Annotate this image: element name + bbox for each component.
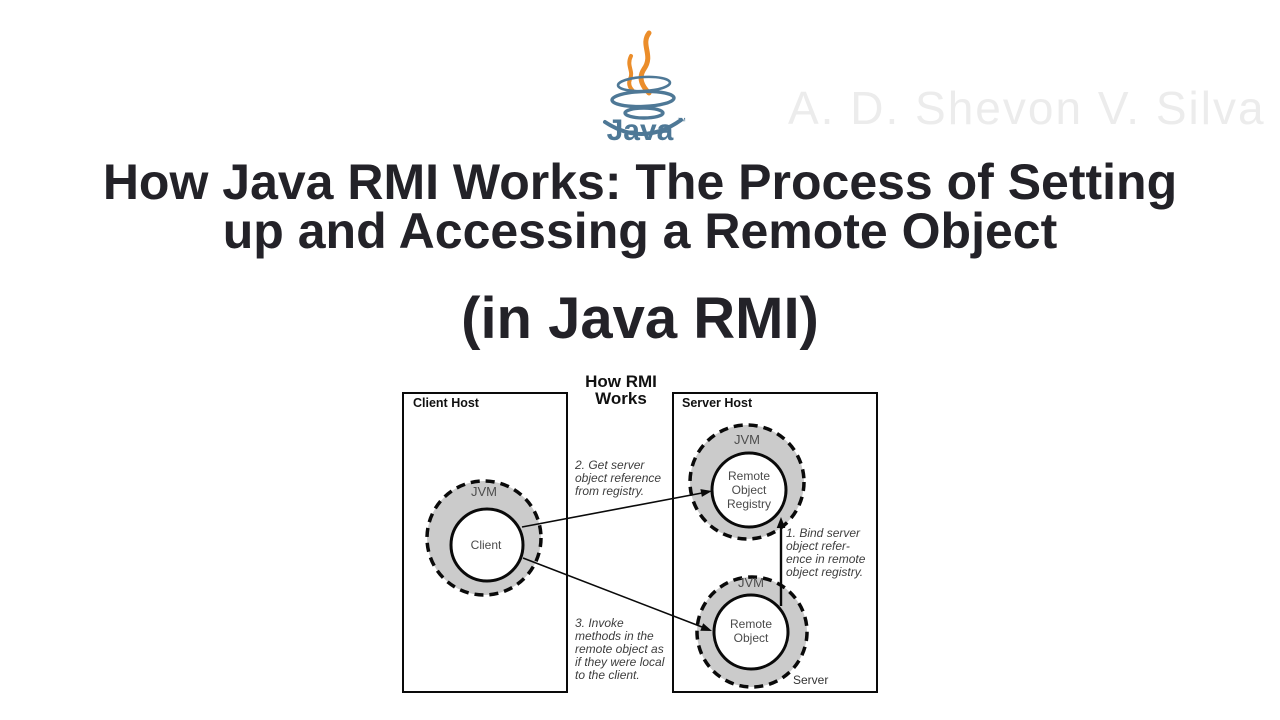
arrowhead-step2 <box>700 489 712 497</box>
java-trademark: ™ <box>677 116 686 126</box>
java-logo: Java ™ <box>603 30 686 147</box>
java-wordmark: Java <box>607 114 674 147</box>
arrow-step1 <box>776 517 786 606</box>
java-cup-icon <box>603 75 683 136</box>
arrow-step3 <box>522 557 712 631</box>
client-jvm-label: JVM <box>471 484 497 499</box>
java-flame-icon <box>627 30 652 96</box>
server-host-box <box>672 392 878 693</box>
remote-object-label-line2: Object <box>734 631 769 645</box>
registry-label-line3: Registry <box>727 497 771 511</box>
client-host-box <box>402 392 568 693</box>
registry-circle <box>710 451 788 529</box>
annotation-step3-line5: to the client. <box>575 668 640 682</box>
server-label: Server <box>793 673 828 687</box>
client-host-label: Client Host <box>413 396 480 410</box>
annotation-step2: 2. Get server object reference from regi… <box>574 458 661 498</box>
registry-label-line1: Remote <box>728 469 770 483</box>
registry-jvm-label: JVM <box>734 432 760 447</box>
watermark-author: A. D. Shevon V. Silva <box>788 82 1266 134</box>
client-circle <box>449 507 525 583</box>
diagram-heading-line1: How RMI <box>585 372 657 391</box>
annotation-step2-line2: object reference <box>575 471 661 485</box>
annotation-step1-line4: object registry. <box>786 565 863 579</box>
annotation-step1: 1. Bind server object refer- ence in rem… <box>786 526 866 579</box>
rmi-diagram: How RMI Works Client Host Server Host JV… <box>402 372 878 693</box>
annotation-step3-line4: if they were local <box>575 655 665 669</box>
slide-subtitle: (in Java RMI) <box>461 286 819 351</box>
annotation-step1-line2: object refer- <box>786 539 850 553</box>
annotation-step1-line3: ence in remote <box>786 552 866 566</box>
annotation-step1-line1: 1. Bind server <box>786 526 861 540</box>
arrowhead-step1 <box>776 517 786 528</box>
slide-title-line2: up and Accessing a Remote Object <box>222 203 1058 259</box>
slide-title-line1: How Java RMI Works: The Process of Setti… <box>102 154 1178 210</box>
annotation-step2-line3: from registry. <box>575 484 644 498</box>
annotation-step3-line3: remote object as <box>575 642 664 656</box>
annotation-step3-line2: methods in the <box>575 629 654 643</box>
annotation-step3-line1: 3. Invoke <box>575 616 624 630</box>
remote-object-jvm-label: JVM <box>738 575 764 590</box>
annotation-step3: 3. Invoke methods in the remote object a… <box>575 616 665 682</box>
diagram-heading-line2: Works <box>595 389 647 408</box>
arrow-step2 <box>521 489 712 528</box>
remote-object-circle <box>712 593 790 671</box>
registry-label-line2: Object <box>732 483 767 497</box>
remote-object-label-line1: Remote <box>730 617 772 631</box>
server-host-label: Server Host <box>682 396 753 410</box>
annotation-step2-line1: 2. Get server <box>574 458 645 472</box>
client-label: Client <box>471 538 502 552</box>
slide-title: How Java RMI Works: The Process of Setti… <box>0 154 1280 259</box>
arrowhead-step3 <box>700 623 712 631</box>
